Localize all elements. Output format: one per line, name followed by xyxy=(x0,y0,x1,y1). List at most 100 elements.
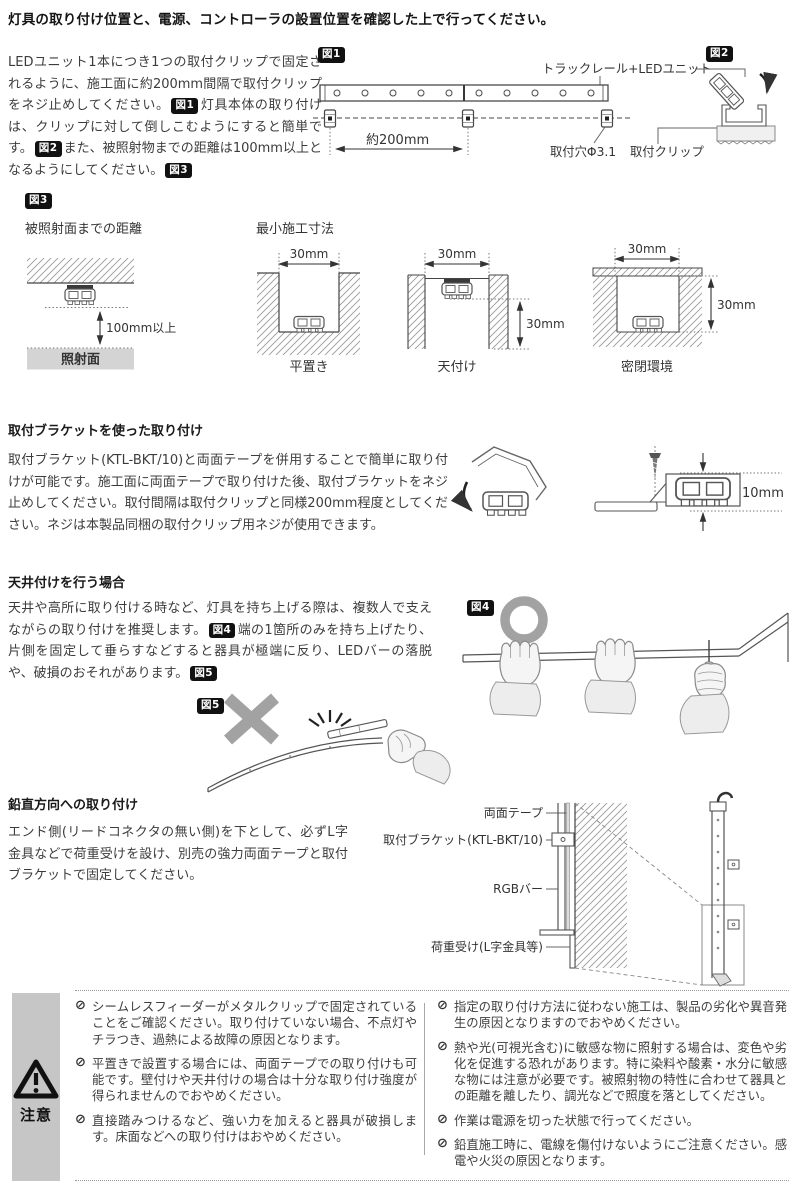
clip-channel xyxy=(721,104,767,127)
bracket-heading: 取付ブラケットを使った取り付け xyxy=(8,424,204,439)
spacing-value: 約200mm xyxy=(366,133,429,148)
ceiling-label: 天付け xyxy=(437,360,476,375)
rotate-arrow xyxy=(450,481,473,512)
ceiling-text-1: 天井や高所に取り付ける時など、灯具を持ち上げる際は、複数人で支えながらの取り付け… xyxy=(8,601,432,638)
ok-mark xyxy=(500,596,548,644)
fig-ref-5: 図5 xyxy=(190,665,218,681)
rgb-bar xyxy=(557,803,566,930)
caution-item: ⊘熱や光(可視光含む)に敏感な物に照射する場合は、変色や劣化を促進する恐れがあり… xyxy=(437,1039,787,1105)
led-fixture xyxy=(632,315,664,333)
caution-item: ⊘ 平置きで設置する場合には、両面テープでの取り付けも可能です。壁付けや天井付けの… xyxy=(75,1054,417,1105)
screw-icon xyxy=(649,453,661,480)
bracket-outline xyxy=(471,446,547,501)
ceiling-mount-diagram: 30mm 30mm 天付け xyxy=(407,247,565,375)
column-divider xyxy=(424,1003,425,1155)
vertical-mount-diagram xyxy=(539,791,745,987)
caution-right-column: ⊘ 指定の取り付け方法に従わない施工は、製品の劣化や異音発生の原因となりますのでお… xyxy=(437,998,787,1178)
fig-ref-4: 図4 xyxy=(208,622,236,638)
clip-label: 取付クリップ xyxy=(630,145,704,159)
bracket-screw-view: 10mm xyxy=(594,446,784,531)
figure2-tag: 図2 xyxy=(706,46,733,62)
bracket-body: 取付ブラケット(KTL-BKT/10)と両面テープを併用することで簡単に取り付け… xyxy=(8,453,448,533)
closed-mount-diagram: 30mm 30mm 密閉環境 xyxy=(592,242,756,375)
mounting-base xyxy=(716,125,776,142)
figure4-diagram xyxy=(462,596,789,735)
caution-left-column: ⊘ シームレスフィーダーがメタルクリップで固定されていることをご確認ください。取り… xyxy=(75,998,417,1153)
prohibition-icon: ⊘ xyxy=(75,1111,86,1127)
surface-label: 照射面 xyxy=(61,352,100,368)
bracket-tab xyxy=(727,919,740,930)
caution-text: 熱や光(可視光含む)に敏感な物に照射する場合は、変色や劣化を促進する恐れがありま… xyxy=(454,1040,787,1104)
clip-cross-section xyxy=(709,71,778,145)
illuminated-surface xyxy=(27,348,134,370)
bracket-diagram: 10mm xyxy=(450,446,784,531)
support-label: 荷重受け(L字金具等) xyxy=(430,940,543,954)
supporting-hand xyxy=(489,640,541,717)
caution-badge: 注意 xyxy=(12,993,60,1181)
caution-text: 鉛直施工時に、電線を傷付けないようにご注意ください。感電や火災の原因となります。 xyxy=(454,1138,787,1169)
caution-item: ⊘ シームレスフィーダーがメタルクリップで固定されていることをご確認ください。取り… xyxy=(75,998,417,1048)
caution-label: 注意 xyxy=(19,1106,52,1124)
clip-spacing-dimension: 約200mm xyxy=(329,128,469,155)
width-dimension: 30mm xyxy=(628,242,667,256)
depth-dimension: 30mm xyxy=(526,317,565,331)
clip-label-leader xyxy=(657,127,739,144)
hatched-cavity xyxy=(593,276,702,347)
caution-section: 注意 ⊘ シームレスフィーダーがメタルクリップで固定されていることをご確認ください… xyxy=(0,985,789,1190)
distance-diagram: 100mm以上 照射面 xyxy=(27,258,176,370)
mounting-clip xyxy=(461,109,475,128)
caution-text: シームレスフィーダーがメタルクリップで固定されていることをご確認ください。取り付… xyxy=(92,1000,417,1047)
figure3-right-title: 最小施工寸法 xyxy=(256,222,335,237)
figure1-tag: 図1 xyxy=(318,47,345,63)
led-holes xyxy=(333,89,595,97)
mounting-clips xyxy=(323,109,614,128)
figure4-tag: 図4 xyxy=(467,600,494,616)
prohibition-icon: ⊘ xyxy=(437,1111,448,1127)
prohibition-icon: ⊘ xyxy=(75,998,86,1013)
intro-text-1: LEDユニット1本につき1つの取付クリップで固定されるように、施工面に約200m… xyxy=(8,55,322,113)
caution-text: 平置きで設置する場合には、両面テープでの取り付けも可能です。壁付けや天井付けの場… xyxy=(92,1056,417,1104)
led-fixture xyxy=(442,279,472,299)
bracket-base xyxy=(594,501,658,512)
flat-mount-diagram: 30mm 平置き xyxy=(257,247,360,375)
holding-hand xyxy=(387,729,451,785)
page-title: 灯具の取り付け位置と、電源、コントローラの設置位置を確認した上で行ってください。 xyxy=(8,12,555,28)
fig-ref-3: 図3 xyxy=(165,162,193,178)
mounting-clip xyxy=(600,109,614,128)
led-fixture xyxy=(65,285,95,305)
intro-paragraph: LEDユニット1本につき1つの取付クリップで固定されるように、施工面に約200m… xyxy=(8,52,322,181)
caution-text: 作業は電源を切った状態で行ってください。 xyxy=(454,1113,699,1128)
closed-label: 密閉環境 xyxy=(621,359,673,375)
caution-text: 指定の取り付け方法に従わない施工は、製品の劣化や異音発生の原因となりますのでおや… xyxy=(454,1000,787,1031)
figure5-diagram xyxy=(207,693,451,793)
led-unit-tilted xyxy=(709,72,745,110)
caution-item: ⊘ 指定の取り付け方法に従わない施工は、製品の劣化や異音発生の原因となりますのでお… xyxy=(437,998,787,1032)
lead-connector xyxy=(709,801,727,812)
end-foot xyxy=(711,973,732,987)
power-cable xyxy=(716,791,734,803)
rail-label: トラックレール+LEDユニット xyxy=(542,62,712,76)
caution-item: ⊘ 作業は電源を切った状態で行ってください。 xyxy=(437,1111,787,1129)
detail-connector xyxy=(574,967,703,986)
hatched-wall xyxy=(575,803,627,968)
vertical-body: エンド側(リードコネクタの無い側)を下として、必ずL字金具などで荷重受けを設け、… xyxy=(8,825,348,883)
hole-label: 取付穴Φ3.1 xyxy=(550,144,616,159)
bracket-tab xyxy=(727,859,740,870)
caution-top-rule xyxy=(75,990,789,991)
warning-triangle-icon xyxy=(13,1059,59,1099)
ceiling-paragraph: 天井や高所に取り付ける時など、灯具を持ち上げる際は、複数人で支えながらの取り付け… xyxy=(8,598,432,684)
tape-label: 両面テープ xyxy=(483,806,543,820)
caution-bottom-rule xyxy=(75,1180,789,1181)
prohibition-icon: ⊘ xyxy=(437,998,448,1013)
caution-item: ⊘直接踏みつけるなど、強い力を加えると器具が破損します。床面などへの取り付けはお… xyxy=(75,1111,417,1146)
figure1-figure2-diagram: トラックレール+LEDユニット xyxy=(313,62,778,159)
led-fixture xyxy=(293,315,325,333)
figure3-left-title: 被照射面までの距離 xyxy=(25,222,143,237)
rail-label-leader-2 xyxy=(695,68,746,77)
prohibition-icon: ⊘ xyxy=(75,1054,86,1070)
detail-frame xyxy=(701,904,745,986)
bent-rail xyxy=(207,737,384,793)
vertical-heading: 鉛直方向への取り付け xyxy=(8,798,139,813)
led-fixture xyxy=(482,491,529,516)
